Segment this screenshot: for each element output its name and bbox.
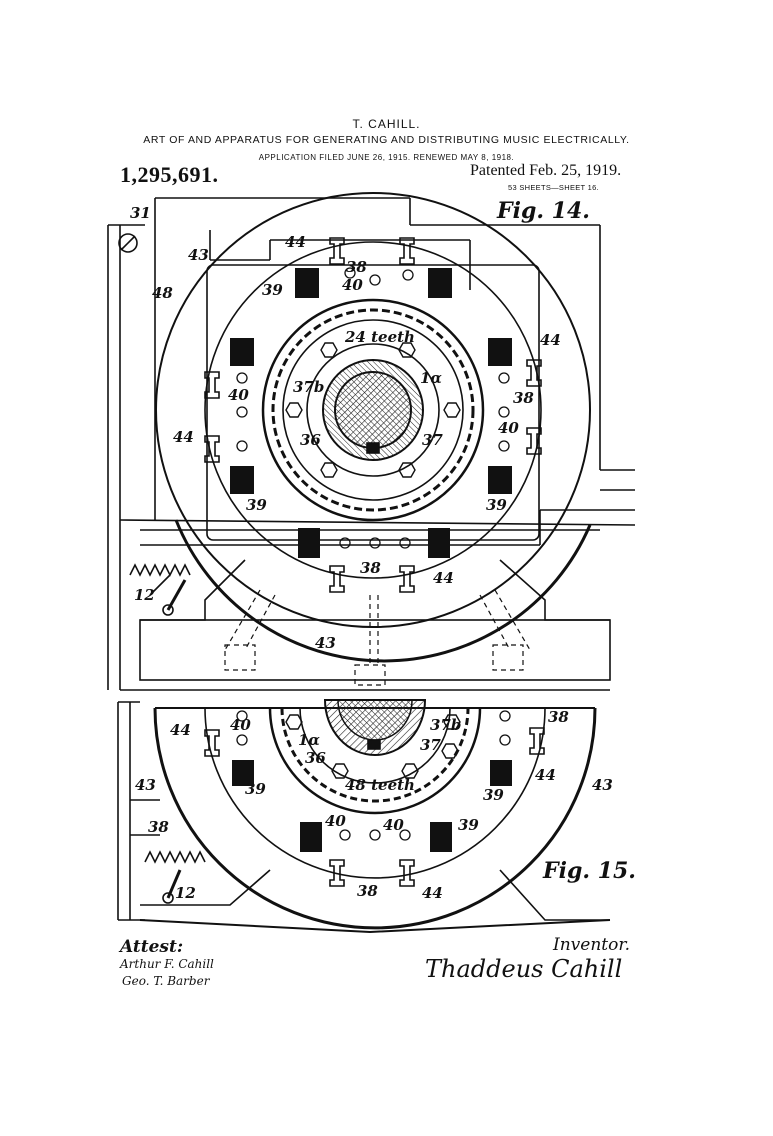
label-43: 43 (188, 246, 209, 264)
label-1a: 1α (298, 731, 320, 749)
label-teeth: 48 teeth (345, 776, 415, 794)
label-31: 31 (130, 204, 151, 222)
label-40: 40 (325, 812, 346, 830)
figure-15-label: Fig. 15. (542, 858, 636, 884)
label-1a: 1α (420, 369, 442, 387)
label-39: 39 (246, 496, 267, 514)
label-40: 40 (228, 386, 249, 404)
label-39: 39 (486, 496, 507, 514)
label-37: 37 (422, 431, 443, 449)
witness-signature-2: Geo. T. Barber (122, 974, 211, 988)
signature-block: Attest: Arthur F. Cahill Geo. T. Barber … (118, 935, 630, 988)
label-37: 37 (420, 736, 441, 754)
label-43: 43 (592, 776, 613, 794)
label-39: 39 (458, 816, 479, 834)
label-12: 12 (175, 884, 196, 902)
label-43: 43 (135, 776, 156, 794)
label-12: 12 (134, 586, 155, 604)
label-39: 39 (262, 281, 283, 299)
label-44: 44 (173, 428, 194, 446)
label-44: 44 (540, 331, 561, 349)
inventor-signature: Thaddeus Cahill (425, 955, 622, 983)
label-40: 40 (498, 419, 519, 437)
figure-14-label: Fig. 14. (496, 198, 590, 224)
label-38: 38 (148, 818, 169, 836)
label-40: 40 (383, 816, 404, 834)
label-44: 44 (170, 721, 191, 739)
label-teeth: 24 teeth (344, 328, 415, 346)
label-40: 40 (230, 716, 251, 734)
label-37b: 37b (430, 716, 461, 734)
label-40: 40 (342, 276, 363, 294)
inventor-label: Inventor. (552, 935, 630, 955)
label-37b: 37b (293, 378, 324, 396)
label-38: 38 (346, 258, 367, 276)
label-44: 44 (422, 884, 443, 902)
label-38: 38 (513, 389, 534, 407)
label-48: 48 (152, 284, 173, 302)
label-43: 43 (315, 634, 336, 652)
label-36: 36 (300, 431, 321, 449)
witness-signature-1: Arthur F. Cahill (119, 957, 214, 971)
label-38: 38 (360, 559, 381, 577)
label-44: 44 (433, 569, 454, 587)
label-36: 36 (305, 749, 326, 767)
attest-label: Attest: (118, 937, 183, 957)
label-38: 38 (548, 708, 569, 726)
label-44: 44 (535, 766, 556, 784)
label-39: 39 (245, 780, 266, 798)
label-39: 39 (483, 786, 504, 804)
label-38: 38 (357, 882, 378, 900)
label-44: 44 (285, 233, 306, 251)
